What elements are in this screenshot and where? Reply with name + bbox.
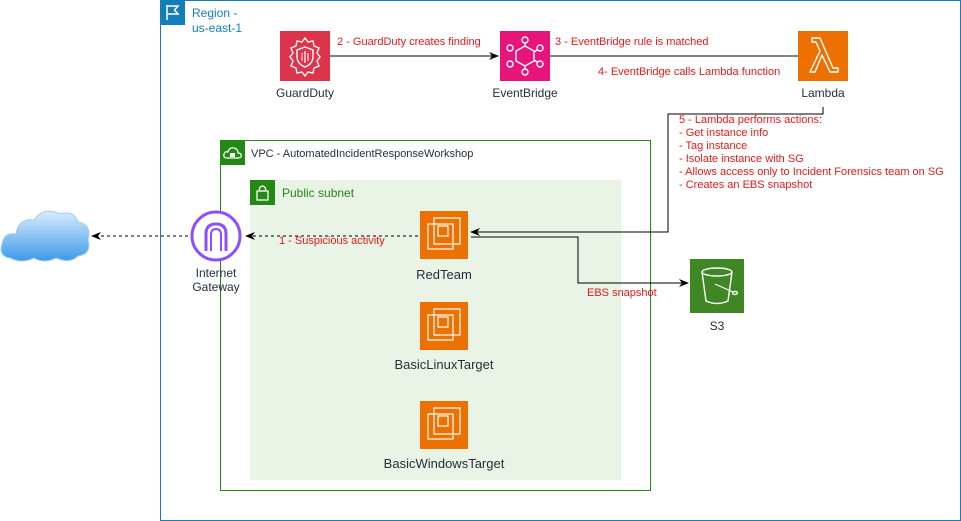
linux-label: BasicLinuxTarget xyxy=(395,357,494,372)
s3-label: S3 xyxy=(710,319,725,333)
step2-label: 2 - GuardDuty creates finding xyxy=(337,36,481,48)
connectors xyxy=(91,52,824,287)
step5-line3: - Tag instance xyxy=(679,140,747,152)
subnet-label: Public subnet xyxy=(282,186,355,200)
ebs-snapshot-label: EBS snapshot xyxy=(587,287,657,299)
step4-label: 4- EventBridge calls Lambda function xyxy=(598,66,780,78)
eventbridge-tile xyxy=(500,31,550,81)
internet-gateway-node[interactable]: Internet Gateway xyxy=(190,210,242,294)
ec2-instance-icon xyxy=(427,308,461,341)
redteam-label: RedTeam xyxy=(416,267,472,282)
subnet-badge xyxy=(250,180,275,205)
step3-label: 3 - EventBridge rule is matched xyxy=(555,36,708,48)
eventbridge-node[interactable]: EventBridge xyxy=(492,31,558,100)
cloud-lock-icon xyxy=(223,147,242,159)
ec2-instance-icon xyxy=(427,407,461,440)
linux-instance-node[interactable]: BasicLinuxTarget xyxy=(395,302,494,372)
vpc-label: VPC - AutomatedIncidentResponseWorkshop xyxy=(251,148,473,160)
lambda-icon xyxy=(809,37,839,73)
windows-instance-node[interactable]: BasicWindowsTarget xyxy=(384,401,505,471)
region-badge xyxy=(160,0,185,25)
eventbridge-icon xyxy=(506,36,544,76)
internet-gateway-icon xyxy=(190,210,242,262)
step5-line4: - Isolate instance with SG xyxy=(679,153,804,165)
lambda-label: Lambda xyxy=(801,86,845,100)
arrow-redteam-to-s3 xyxy=(471,236,689,287)
eventbridge-label: EventBridge xyxy=(492,86,558,100)
vpc-badge xyxy=(220,140,245,165)
internet-gateway-label-line1: Internet xyxy=(196,266,237,280)
guardduty-label: GuardDuty xyxy=(276,86,334,100)
arrow-lambda-to-redteam xyxy=(470,107,824,236)
step1-label: 1 - Suspicious activity xyxy=(279,235,385,247)
flag-icon xyxy=(166,5,180,20)
lock-icon xyxy=(256,185,269,201)
step5-line1: 5 - Lambda performs actions: xyxy=(679,114,822,126)
guardduty-icon xyxy=(289,36,321,78)
windows-label: BasicWindowsTarget xyxy=(384,456,505,471)
lambda-node[interactable]: Lambda xyxy=(798,31,848,100)
region-label-line1: Region - xyxy=(192,6,237,20)
redteam-instance-node[interactable]: RedTeam xyxy=(416,211,472,282)
ec2-instance-icon xyxy=(427,217,461,250)
step5-line2: - Get instance info xyxy=(679,127,768,139)
internet-gateway-label-line2: Gateway xyxy=(192,280,239,294)
vpc-group: VPC - AutomatedIncidentResponseWorkshop xyxy=(220,140,651,491)
internet-cloud-icon xyxy=(0,210,90,262)
step5-line5: - Allows access only to Incident Forensi… xyxy=(679,166,944,178)
region-label-line2: us-east-1 xyxy=(192,21,242,35)
guardduty-node[interactable]: GuardDuty xyxy=(276,31,334,100)
step-labels: 2 - GuardDuty creates finding 3 - EventB… xyxy=(279,36,944,299)
step5-line6: - Creates an EBS snapshot xyxy=(679,179,812,191)
bucket-icon xyxy=(701,267,739,305)
s3-tile xyxy=(690,259,744,313)
s3-node[interactable]: S3 xyxy=(690,259,744,333)
